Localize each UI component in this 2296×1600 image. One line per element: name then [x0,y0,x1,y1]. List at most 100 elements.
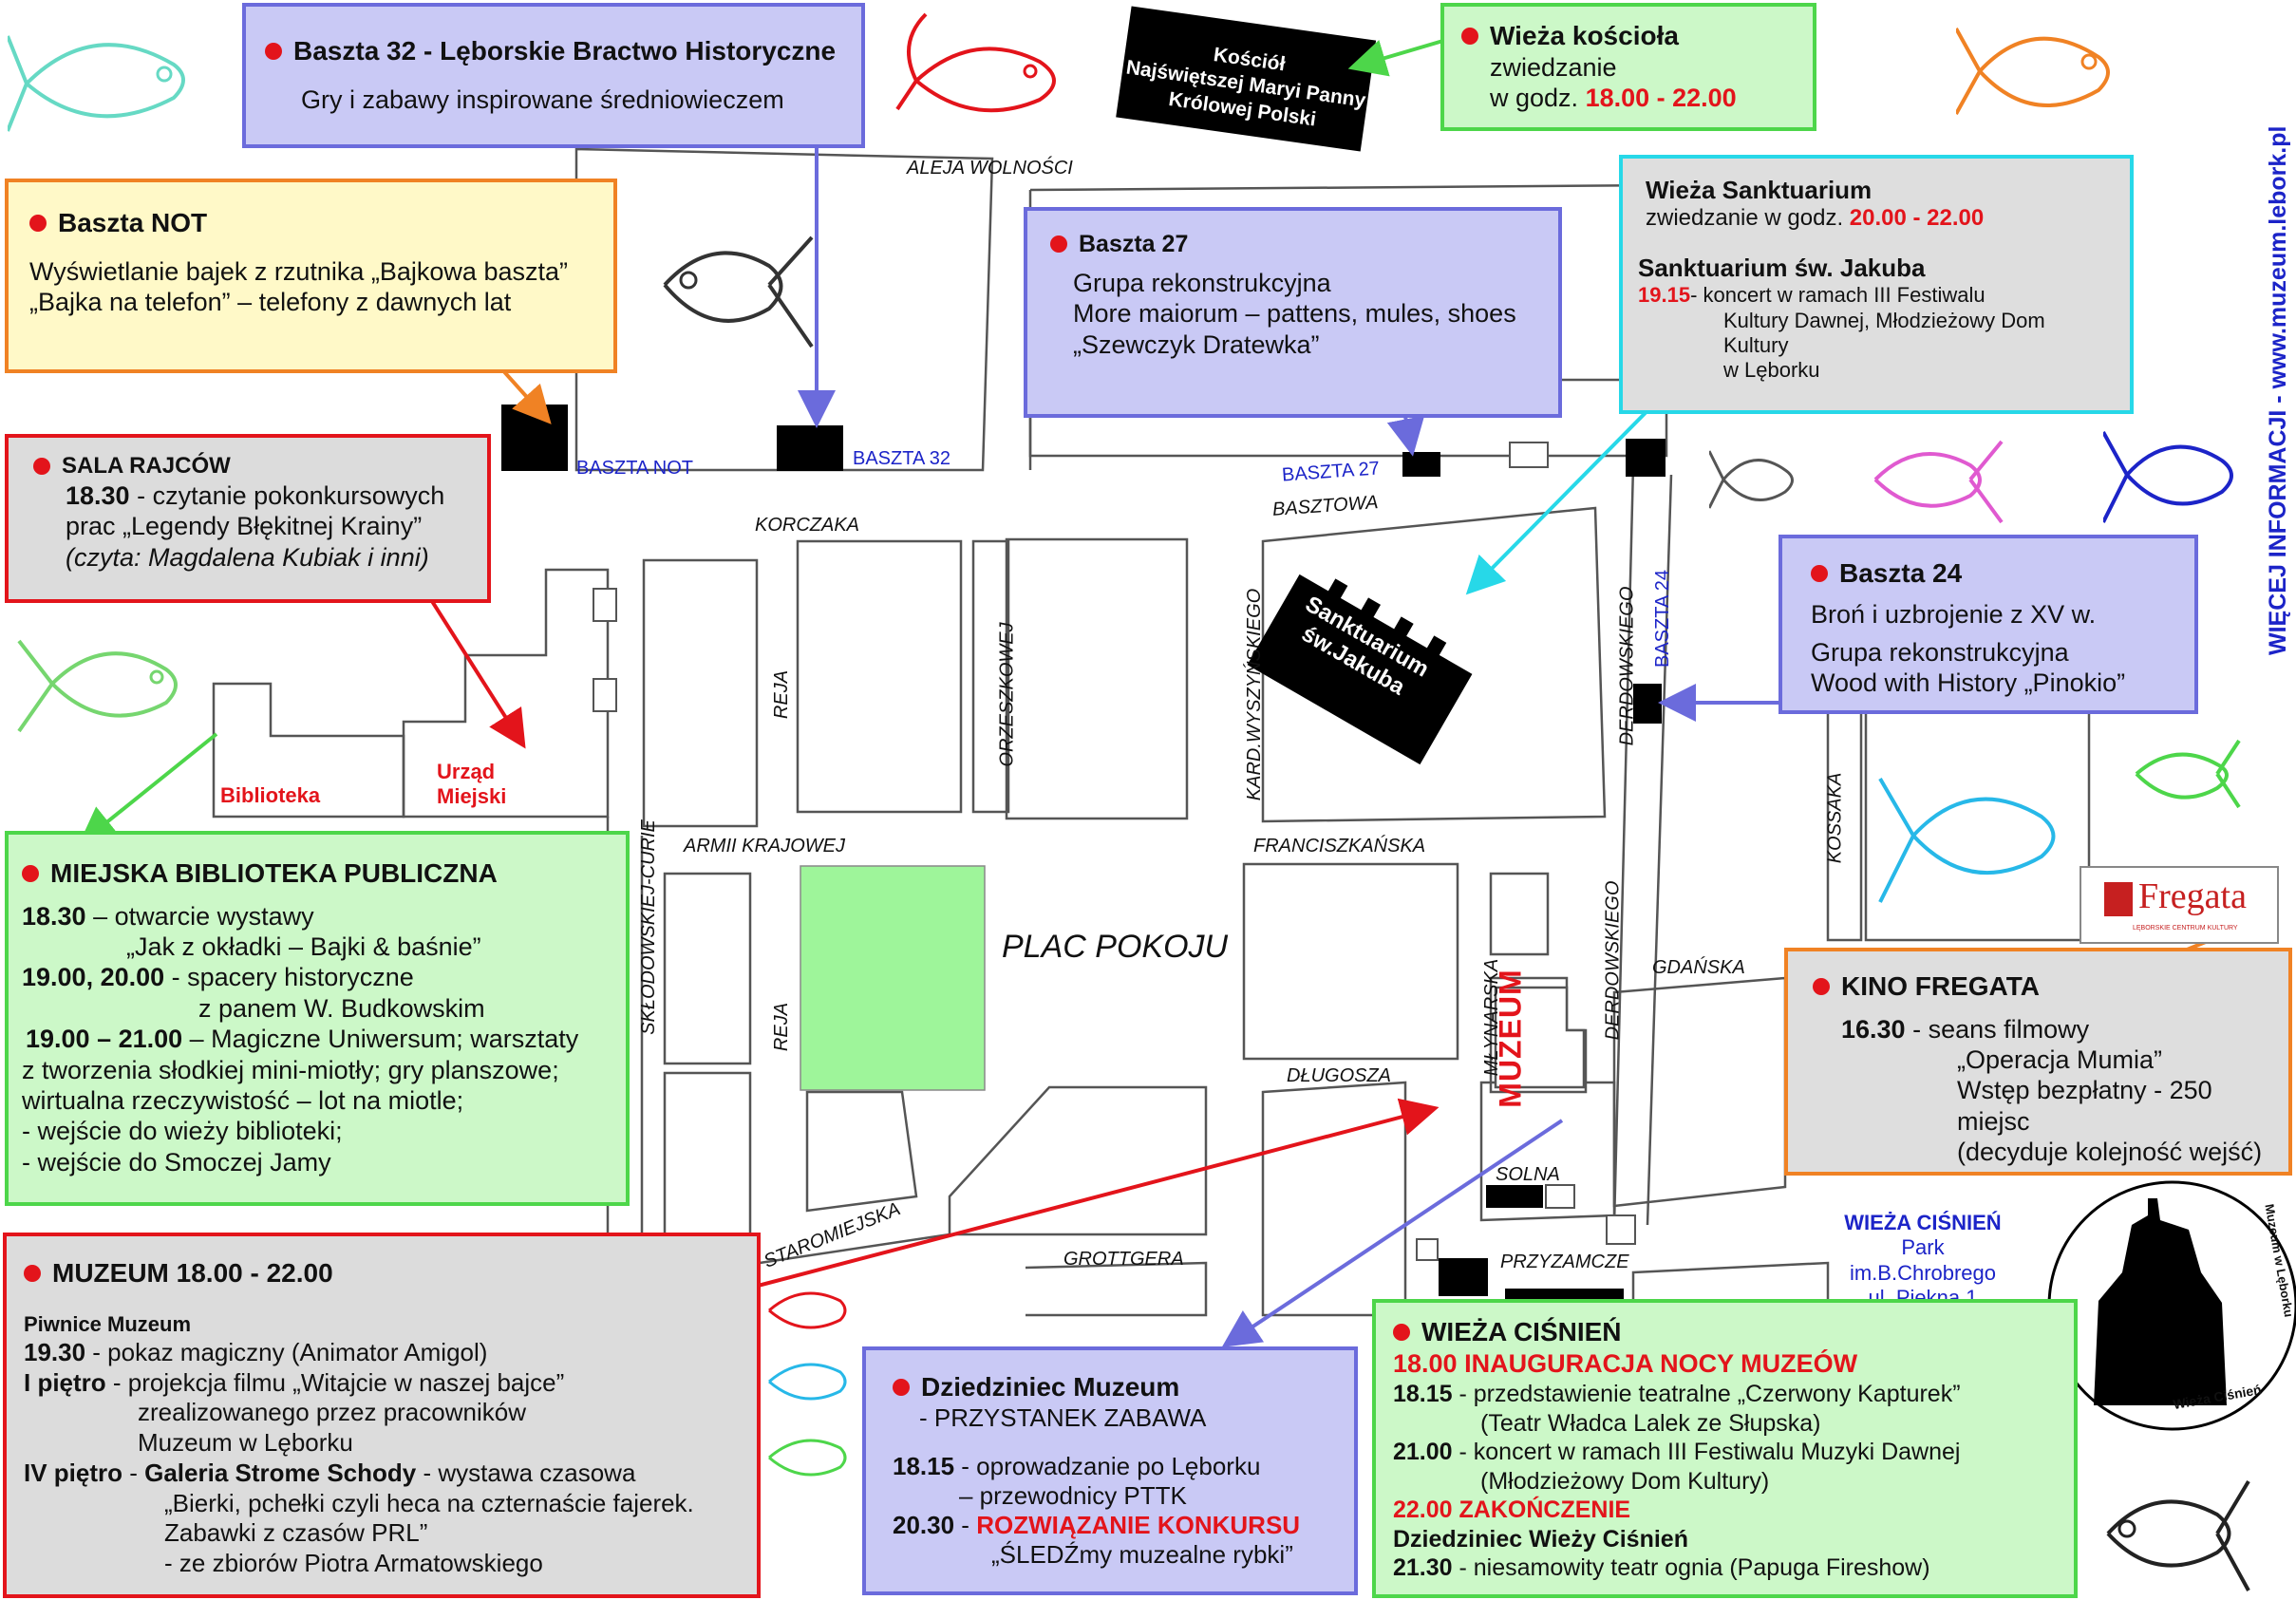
box-wieza-cisnien-row-2b: (Młodzieżowy Dom Kultury) [1480,1467,1770,1495]
box-baszta-27-line-2: More maiorum – pattens, mules, shoes [1073,299,1516,329]
fish-decoration-11 [768,1291,847,1477]
label-urzad-line-2: Miejski [437,784,507,809]
street-solna: SOLNA [1496,1164,1560,1185]
box-wieza-cisnien-row-2: 21.00 - koncert w ramach III Festiwalu M… [1393,1438,2057,1467]
box-muzeum-subtitle: Piwnice Muzeum [24,1312,192,1337]
box-kino-fregata-time: 16.30 [1841,1014,1906,1044]
box-wieza-cisnien-row-4: 21.30 - niesamowity teatr ognia (Papuga … [1393,1553,2057,1583]
box-muzeum-row-2-text: - projekcja filmu „Witajcie w naszej baj… [105,1367,565,1397]
baszta-not-building [501,405,568,471]
box-dziedziniec-time-1: 18.15 [893,1451,955,1480]
box-muzeum-title-text: MUZEUM 18.00 - 22.00 [52,1258,333,1288]
box-biblioteka-row-2b: z panem W. Budkowskim [198,993,485,1023]
box-wieza-cisnien-row-1-text: - przedstawienie teatralne „Czerwony Kap… [1452,1381,1961,1408]
derdowskiego-line-2 [1646,474,1673,1226]
kosciol-block [1116,6,1377,152]
event-dot-icon [1461,27,1478,45]
street-aleja-wolnosci: ALEJA WOLNOŚCI [907,158,1073,179]
baszta-27-building [1402,452,1440,477]
box-sala-rajcow-title-text: SALA RAJCÓW [62,453,231,479]
box-dziedziniec-row-1: 18.15 - oprowadzanie po Lęborku [893,1452,1327,1481]
box-wieza-cisnien-time-1: 18.15 [1393,1381,1453,1408]
muzeum-building [1494,986,1586,1089]
tower-small-4 [1606,1214,1636,1245]
box-dziedziniec-title-text: Dziedziniec Muzeum [921,1372,1180,1402]
box-wieza-kosciola-line-2: w godz. 18.00 - 22.00 [1490,83,1796,113]
block-sanktuarium [1261,506,1607,823]
box-biblioteka-row-3-text: – Magiczne Uniwersum; warsztaty [182,1025,579,1054]
box-biblioteka-row-2-text: - spacery historyczne [164,963,414,992]
box-sanktuarium-line-1-text: - koncert w ramach III Festiwalu [1690,283,1985,308]
box-wieza-cisnien-title: WIEŻA CIŚNIEŃ [1393,1316,2057,1348]
block-grottgera [948,1085,1208,1236]
box-dziedziniec-row-2c: „ŚLEDŹmy muzealne rybki” [991,1540,1293,1570]
street-derdowskiego-1: DERDOWSKIEGO [1616,586,1638,746]
box-muzeum-row-3-text: - wystawa czasowa [416,1458,636,1487]
box-wieza-cisnien: WIEŻA CIŚNIEŃ 18.00 INAUGURACJA NOCY MUZ… [1372,1299,2078,1598]
street-armii-krajowej: ARMII KRAJOWEJ [684,836,846,856]
box-muzeum-row-4: „Bierki, pchełki czyli heca na czternaśc… [164,1488,694,1517]
box-dziedziniec-row-1b: – przewodnicy PTTK [959,1480,1187,1510]
label-biblioteka: Biblioteka [220,783,321,807]
box-muzeum-time-1: 19.30 [24,1337,86,1366]
box-sala-rajcow-line-1-text: - czytanie pokonkursowych [129,480,445,510]
block-wyszynskiego [1005,537,1189,820]
box-muzeum-row-3: IV piętro - Galeria Strome Schody - wyst… [24,1459,740,1489]
box-baszta-24-title-text: Baszta 24 [1839,558,1963,588]
box-sanktuarium-line-3: w Lęborku [1723,358,1820,383]
aleja-wolnosci-line [1029,183,1672,192]
box-kino-fregata-title: KINO FREGATA [1813,970,2264,1003]
street-kard-wyszynskiego: KARD.WYSZYŃSKIEGO [1244,588,1266,801]
box-baszta-24-line-3: Wood with History „Pinokio” [1811,668,2126,698]
box-muzeum-floor-1: I piętro [24,1367,106,1397]
grottgera-road [1025,1261,1208,1317]
fish-decoration-3 [1956,28,2110,115]
box-sanktuarium-line-2: Kultury Dawnej, Młodzieżowy Dom Kultury [1723,308,2045,357]
box-baszta-24-title: Baszta 24 [1811,557,2166,590]
box-kino-fregata-line-1: 16.30 - seans filmowy [1841,1014,2264,1045]
box-baszta-not-title-text: Baszta NOT [58,208,208,237]
box-muzeum-title: MUZEUM 18.00 - 22.00 [24,1257,740,1289]
przyzamcze-building-3 [1416,1238,1439,1261]
fish-decoration-9 [1878,777,2056,903]
event-dot-icon [265,42,282,60]
box-wieza-kosciola-line-1: zwiedzanie [1490,52,1617,82]
box-wieza-sanktuarium-hours-label: zwiedzanie w godz. [1646,205,1850,232]
box-biblioteka-title: MIEJSKA BIBLIOTEKA PUBLICZNA [22,857,612,890]
block-orzeszkowej [971,539,1010,814]
box-baszta-27-line-1: Grupa rekonstrukcyjna [1073,269,1331,297]
street-derdowskiego-2: DERDOWSKIEGO [1602,880,1624,1041]
box-sanktuarium-time: 19.15 [1638,283,1691,308]
tower-small-3 [593,678,617,712]
box-kino-fregata-line-2: „Operacja Mumia” [1957,1045,2163,1074]
box-wieza-kosciola-hours-label: w godz. [1490,83,1586,112]
street-reja-1: REJA [771,669,793,720]
arrow-muzeum [645,1098,1440,1317]
box-baszta-24-line-2: Grupa rekonstrukcyjna [1811,637,2069,667]
box-wieza-kosciola-title: Wieża kościoła [1461,20,1796,52]
baszta-32-building [777,425,843,471]
side-info-text[interactable]: WIĘCEJ INFORMACJI - www.muzeum.lebork.pl [2265,125,2291,655]
box-sala-rajcow-time: 18.30 [66,480,130,510]
box-sala-rajcow-line-3: (czyta: Magdalena Kubiak i inni) [66,542,429,572]
box-muzeum-row-1-text: - pokaz magiczny (Animator Amigol) [85,1337,488,1366]
arrow-wieza-kosciola [1347,36,1454,77]
fish-decoration-10 [2135,739,2241,809]
block-mlynarska-small [1489,872,1550,956]
box-dziedziniec: Dziedziniec Muzeum - PRZYSTANEK ZABAWA 1… [862,1346,1358,1595]
box-biblioteka-row-5: wirtualna rzeczywistość – lot na miotle; [22,1085,464,1115]
box-muzeum-row-1: 19.30 - pokaz magiczny (Animator Amigol) [24,1338,740,1368]
box-muzeum-gallery: Galeria Strome Schody [144,1458,417,1487]
box-dziedziniec-row-2: 20.30 - ROZWIĄZANIE KONKURSU [893,1511,1327,1540]
solna-building-2 [1545,1184,1575,1209]
box-muzeum-row-6: - ze zbiorów Piotra Armatowskiego [164,1549,543,1578]
box-dziedziniec-line-1: - PRZYSTANEK ZABAWA [919,1402,1207,1432]
box-sala-rajcow: SALA RAJCÓW 18.30 - czytanie pokonkursow… [5,434,491,603]
box-muzeum-row-5: Zabawki z czasów PRL” [164,1518,428,1548]
label-urzad: Urząd Miejski [437,760,506,810]
street-gdanska: GDAŃSKA [1652,957,1745,978]
box-sala-rajcow-title: SALA RAJCÓW [33,453,462,480]
box-wieza-sanktuarium: Wieża Sanktuarium zwiedzanie w godz. 20.… [1619,155,2134,414]
box-dziedziniec-row-1-text: - oprowadzanie po Lęborku [954,1451,1261,1480]
box-baszta-32: Baszta 32 - Lęborskie Bractwo Historyczn… [242,3,865,148]
